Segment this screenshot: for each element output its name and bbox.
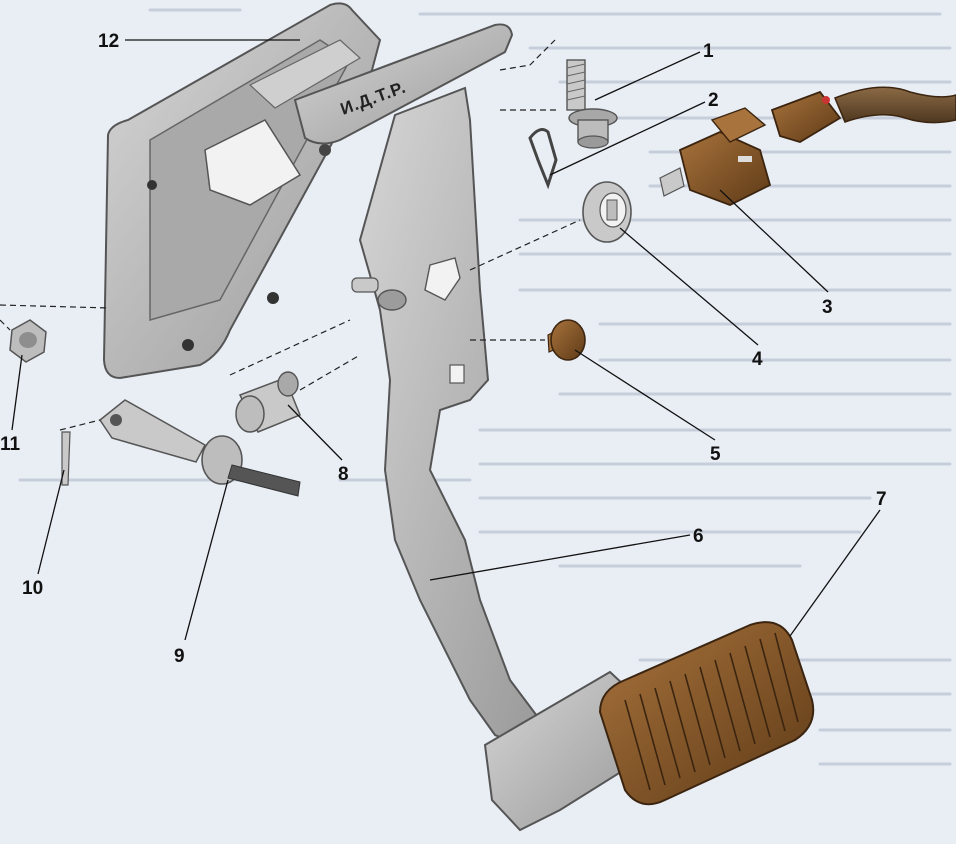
callout-5: 5 bbox=[710, 444, 721, 465]
pedal-bracket: И.Д.Т.Р. bbox=[102, 2, 514, 380]
callout-12: 12 bbox=[98, 31, 119, 52]
bushing bbox=[582, 181, 632, 243]
clutch-cable-fork bbox=[98, 399, 301, 497]
assembly-guide-lines bbox=[0, 39, 581, 431]
pin-bushing bbox=[235, 371, 301, 433]
cotter-pin bbox=[61, 431, 71, 486]
callout-leaders bbox=[11, 39, 881, 641]
bolt bbox=[566, 59, 618, 149]
callout-6: 6 bbox=[693, 526, 704, 547]
callout-7: 7 bbox=[876, 489, 887, 510]
wire-connector bbox=[770, 86, 956, 143]
callout-11: 11 bbox=[0, 434, 21, 455]
spring-clip bbox=[528, 128, 558, 190]
callout-1: 1 bbox=[703, 41, 714, 62]
callout-8: 8 bbox=[338, 464, 349, 485]
callout-labels: 1 2 3 4 5 6 7 8 9 10 11 12 bbox=[0, 31, 887, 667]
pedal-pad bbox=[598, 621, 815, 806]
callout-9: 9 bbox=[174, 646, 185, 667]
stop-light-switch bbox=[659, 107, 772, 206]
nut bbox=[9, 319, 47, 363]
callout-3: 3 bbox=[822, 297, 833, 318]
callout-2: 2 bbox=[708, 90, 719, 111]
callout-10: 10 bbox=[22, 578, 43, 599]
callout-4: 4 bbox=[752, 349, 763, 370]
pedal-stop-buffer bbox=[547, 319, 586, 361]
